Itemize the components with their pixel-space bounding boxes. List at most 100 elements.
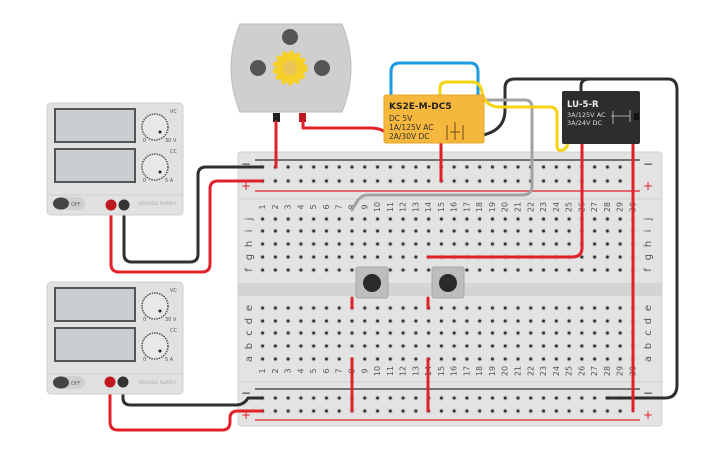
negative-terminal[interactable] <box>118 199 130 211</box>
rail-hole-center <box>465 179 469 183</box>
breadboard-hole-center <box>503 319 507 323</box>
breadboard-hole-center <box>478 268 482 272</box>
breadboard-hole-center <box>490 331 494 335</box>
rail-hole-center <box>605 179 609 183</box>
relay-tab <box>634 113 639 120</box>
positive-terminal[interactable] <box>105 199 117 211</box>
breadboard-hole-center <box>439 229 443 233</box>
breadboard-hole-center <box>529 331 533 335</box>
breadboard-hole-center <box>337 319 341 323</box>
knob-min-label: 0 <box>143 138 146 144</box>
motor-terminal-positive[interactable] <box>299 113 306 122</box>
rail-hole-center <box>439 409 443 413</box>
row-letter: g <box>244 254 255 260</box>
breadboard-hole-center <box>261 268 265 272</box>
wire-red[interactable] <box>109 179 264 274</box>
wire-black[interactable] <box>481 77 679 400</box>
row-letter: d <box>244 318 255 324</box>
button-cap[interactable] <box>439 274 457 292</box>
breadboard-hole-center <box>286 331 290 335</box>
relay-lu5r[interactable]: LU-5-R 3A/125V AC 3A/24V DC <box>562 91 640 144</box>
rail-hole-center <box>376 409 380 413</box>
dc-motor[interactable] <box>230 23 352 122</box>
rail-hole-center <box>605 409 609 413</box>
minus-label: − <box>643 157 653 171</box>
breadboard-hole-center <box>490 306 494 310</box>
breadboard-hole-center <box>376 357 380 361</box>
wire-red[interactable] <box>426 141 584 259</box>
breadboard-hole-center <box>529 306 533 310</box>
breadboard-hole-center <box>324 268 328 272</box>
breadboard-hole-center <box>337 229 341 233</box>
rail-hole-center <box>273 179 277 183</box>
breadboard-hole-center <box>605 319 609 323</box>
breadboard-hole-center <box>388 255 392 259</box>
knob[interactable] <box>141 153 169 181</box>
column-number: 16 <box>450 202 459 212</box>
rail-hole-center <box>414 409 418 413</box>
wire-black[interactable] <box>122 165 264 264</box>
breadboard-hole-center <box>605 217 609 221</box>
column-number: 8 <box>347 204 356 209</box>
push-button-1[interactable] <box>355 266 389 299</box>
knob-min-label: 0 <box>143 317 146 323</box>
breadboard-hole-center <box>542 357 546 361</box>
breadboard-hole-center <box>593 242 597 246</box>
column-number: 5 <box>309 368 318 373</box>
wire-yellow[interactable] <box>438 80 570 152</box>
breadboard-hole-center <box>273 217 277 221</box>
rail-hole-center <box>503 409 507 413</box>
breadboard-hole-center <box>554 268 558 272</box>
breadboard-hole-center <box>324 306 328 310</box>
breadboard-hole-center <box>388 357 392 361</box>
motor-terminal-negative[interactable] <box>273 113 280 122</box>
breadboard-hole-center <box>516 217 520 221</box>
wire-red[interactable] <box>108 381 264 432</box>
knob[interactable] <box>141 113 169 141</box>
wire-black[interactable] <box>579 77 592 95</box>
breadboard-hole-center <box>273 319 277 323</box>
breadboard-hole-center <box>273 306 277 310</box>
breadboard-hole-center <box>414 357 418 361</box>
rail-hole-center <box>273 409 277 413</box>
relay-model: LU-5-R <box>567 100 599 110</box>
row-letter: f <box>244 268 255 272</box>
breadboard-hole-center <box>401 268 405 272</box>
wire-gray[interactable] <box>350 98 534 212</box>
wire-black[interactable] <box>121 381 264 407</box>
negative-terminal[interactable] <box>117 376 129 388</box>
push-button-2[interactable] <box>431 266 465 299</box>
breadboard-hole-center <box>376 331 380 335</box>
breadboard-hole-center <box>542 319 546 323</box>
breadboard-hole-center <box>312 357 316 361</box>
column-number: 19 <box>488 366 497 376</box>
knob[interactable] <box>141 332 169 360</box>
breadboard-hole-center <box>363 331 367 335</box>
row-letter: a <box>643 356 654 362</box>
breadboard-hole-center <box>363 306 367 310</box>
positive-terminal[interactable] <box>104 376 116 388</box>
relay-spec: 1A/125V AC <box>389 123 434 132</box>
column-number: 26 <box>577 366 586 376</box>
breadboard-hole-center <box>273 268 277 272</box>
relay-ks2e[interactable]: KS2E-M-DC5 DC 5V 1A/125V AC 2A/30V DC <box>383 94 485 144</box>
breadboard-hole-center <box>618 255 622 259</box>
breadboard-hole-center <box>273 331 277 335</box>
breadboard-hole-center <box>286 306 290 310</box>
rail-hole-center <box>478 396 482 400</box>
button-cap[interactable] <box>363 274 381 292</box>
breadboard-hole-center <box>324 319 328 323</box>
breadboard-hole-center <box>350 319 354 323</box>
rail-hole-center <box>542 409 546 413</box>
breadboard-hole-center <box>452 217 456 221</box>
wire-blue[interactable] <box>389 61 480 98</box>
breadboard-hole-center <box>439 331 443 335</box>
knob[interactable] <box>141 292 169 320</box>
breadboard-hole-center <box>593 357 597 361</box>
rail-hole-center <box>618 179 622 183</box>
wire-red[interactable] <box>301 120 387 134</box>
rail-hole-center <box>439 396 443 400</box>
